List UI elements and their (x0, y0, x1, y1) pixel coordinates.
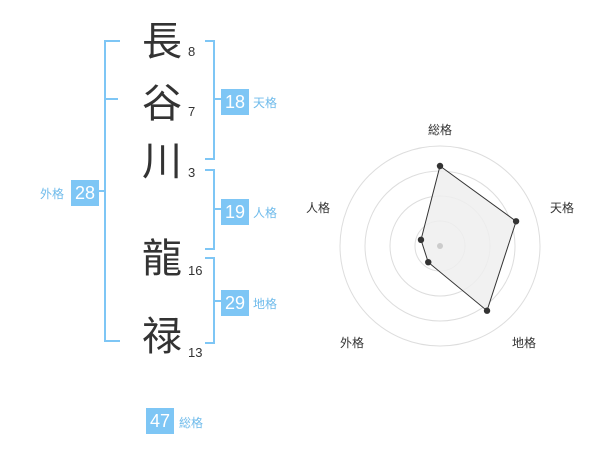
radar-axis-label-gaikaku: 外格 (339, 336, 364, 350)
radar-axis-label-tenkaku: 天格 (549, 201, 574, 215)
chikaku-value: 29 (221, 290, 249, 316)
radar-point-3 (425, 258, 432, 266)
radar-axis-label-soukaku: 総格 (427, 123, 452, 137)
gaikaku-bracket-tick-2 (98, 190, 106, 192)
name-char-2: 谷 (142, 81, 182, 127)
tenkaku-label: 天格 (253, 96, 278, 110)
gaikaku-label: 外格 (40, 187, 65, 201)
radar-point-2 (483, 307, 491, 314)
soukaku-label: 総格 (179, 416, 204, 430)
stroke-count-1: 8 (188, 44, 196, 59)
chikaku-label: 地格 (253, 297, 278, 311)
stroke-count-4: 16 (188, 263, 203, 278)
radar-axis-label-chikaku: 地格 (511, 336, 536, 350)
radar-point-0 (436, 162, 444, 170)
radar-value-polygon (420, 165, 517, 312)
radar-point-4 (417, 236, 425, 244)
stroke-count-3: 3 (188, 165, 196, 180)
chikaku-bracket-tick (213, 300, 221, 302)
jinkaku-bracket-tick (213, 208, 221, 210)
jinkaku-label: 人格 (253, 206, 278, 220)
name-char-4: 龍 (142, 236, 182, 282)
radar-ring-4 (339, 145, 541, 347)
tenkaku-bracket-tick (213, 98, 221, 100)
gaikaku-value: 28 (71, 180, 99, 206)
radar-points (417, 162, 520, 314)
name-char-1: 長 (142, 19, 182, 65)
radar-point-1 (512, 218, 520, 225)
soukaku-value: 47 (146, 408, 174, 434)
jinkaku-value: 19 (221, 199, 249, 225)
tenkaku-bracket (205, 40, 215, 160)
gaikaku-bracket-tick-1 (104, 98, 118, 100)
name-char-3: 川 (142, 139, 182, 185)
tenkaku-value: 18 (221, 89, 249, 115)
name-char-5: 禄 (142, 314, 182, 360)
radar-axis-label-jinkaku: 人格 (305, 201, 330, 215)
stroke-count-5: 13 (188, 345, 203, 360)
stroke-count-2: 7 (188, 104, 196, 119)
radar-center-dot (437, 243, 443, 249)
